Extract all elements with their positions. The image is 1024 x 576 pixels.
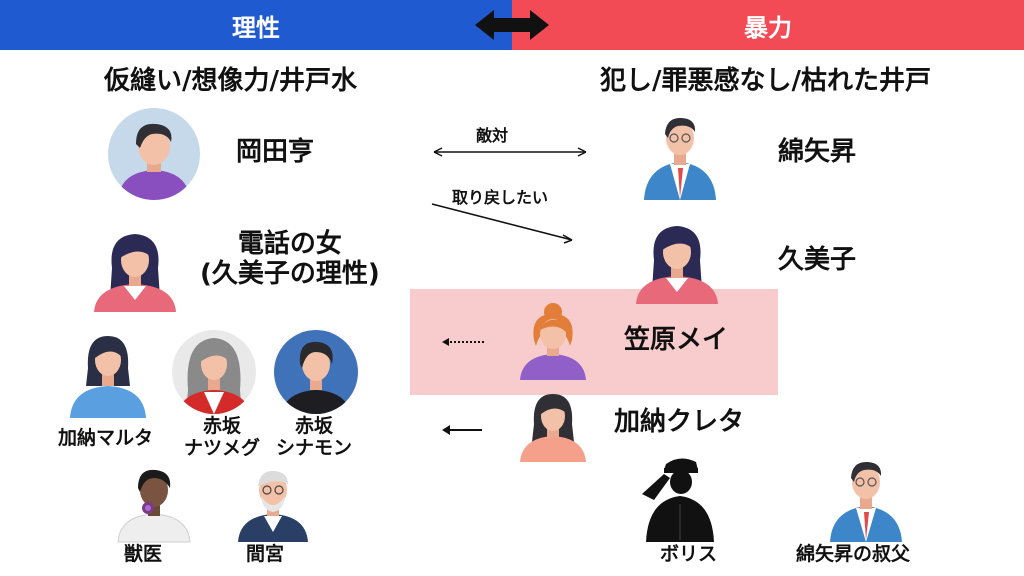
- cinnamon-name-line1: 赤坂: [295, 415, 334, 437]
- phone-woman-name: 電話の女 (久美子の理性): [200, 229, 380, 290]
- relation-arrows: [431, 147, 587, 244]
- nutmeg-name: 赤坂 ナツメグ: [184, 415, 261, 460]
- soldier-salute-icon: [642, 458, 714, 542]
- want-back-label: 取り戻したい: [452, 188, 549, 207]
- arrow-left-icon: [442, 425, 482, 435]
- vet-icon: [117, 469, 191, 543]
- phone-woman-name-line2: (久美子の理性): [200, 258, 380, 289]
- header-left-bar: 理性: [0, 0, 512, 50]
- businessman-icon: [830, 461, 902, 542]
- dark-hair-man-icon: [274, 330, 358, 414]
- may-name: 笠原メイ: [624, 325, 729, 355]
- uncle-name: 綿矢昇の叔父: [796, 543, 911, 565]
- double-arrow-icon: [475, 10, 549, 40]
- malta-name: 加納マルタ: [58, 427, 154, 449]
- right-subtitle: 犯し/罪悪感なし/枯れた井戸: [600, 66, 931, 96]
- hostile-label: 敵対: [476, 126, 509, 145]
- woman-avatar-icon: [70, 336, 146, 418]
- woman-avatar-icon: [94, 234, 176, 312]
- kumiko-name: 久美子: [778, 245, 857, 275]
- vet-name: 獣医: [124, 543, 163, 565]
- creta-name: 加納クレタ: [614, 407, 745, 437]
- okada-name: 岡田亨: [236, 137, 315, 167]
- left-subtitle: 仮縫い/想像力/井戸水: [104, 66, 357, 96]
- woman-avatar-icon: [636, 226, 718, 304]
- wataya-name: 綿矢昇: [778, 137, 857, 167]
- gray-hair-woman-icon: [172, 330, 256, 414]
- dotted-arrow-icon: [442, 338, 486, 346]
- nutmeg-name-line1: 赤坂: [203, 415, 242, 437]
- boris-name: ボリス: [660, 543, 718, 565]
- cinnamon-name: 赤坂 シナモン: [276, 415, 353, 460]
- cinnamon-name-line2: シナモン: [276, 436, 353, 459]
- mamiya-name: 間宮: [246, 543, 285, 565]
- old-man-icon: [238, 470, 308, 542]
- man-avatar-icon: [108, 108, 200, 200]
- businessman-icon: [644, 117, 716, 200]
- nutmeg-name-line2: ナツメグ: [184, 436, 261, 459]
- header-right-bar: 暴力: [512, 0, 1024, 50]
- header-left-title: 理性: [232, 13, 280, 42]
- phone-woman-name-line1: 電話の女: [237, 229, 342, 259]
- woman-avatar-icon: [520, 394, 586, 462]
- header-right-title: 暴力: [744, 13, 792, 42]
- girl-avatar-icon: [520, 303, 586, 380]
